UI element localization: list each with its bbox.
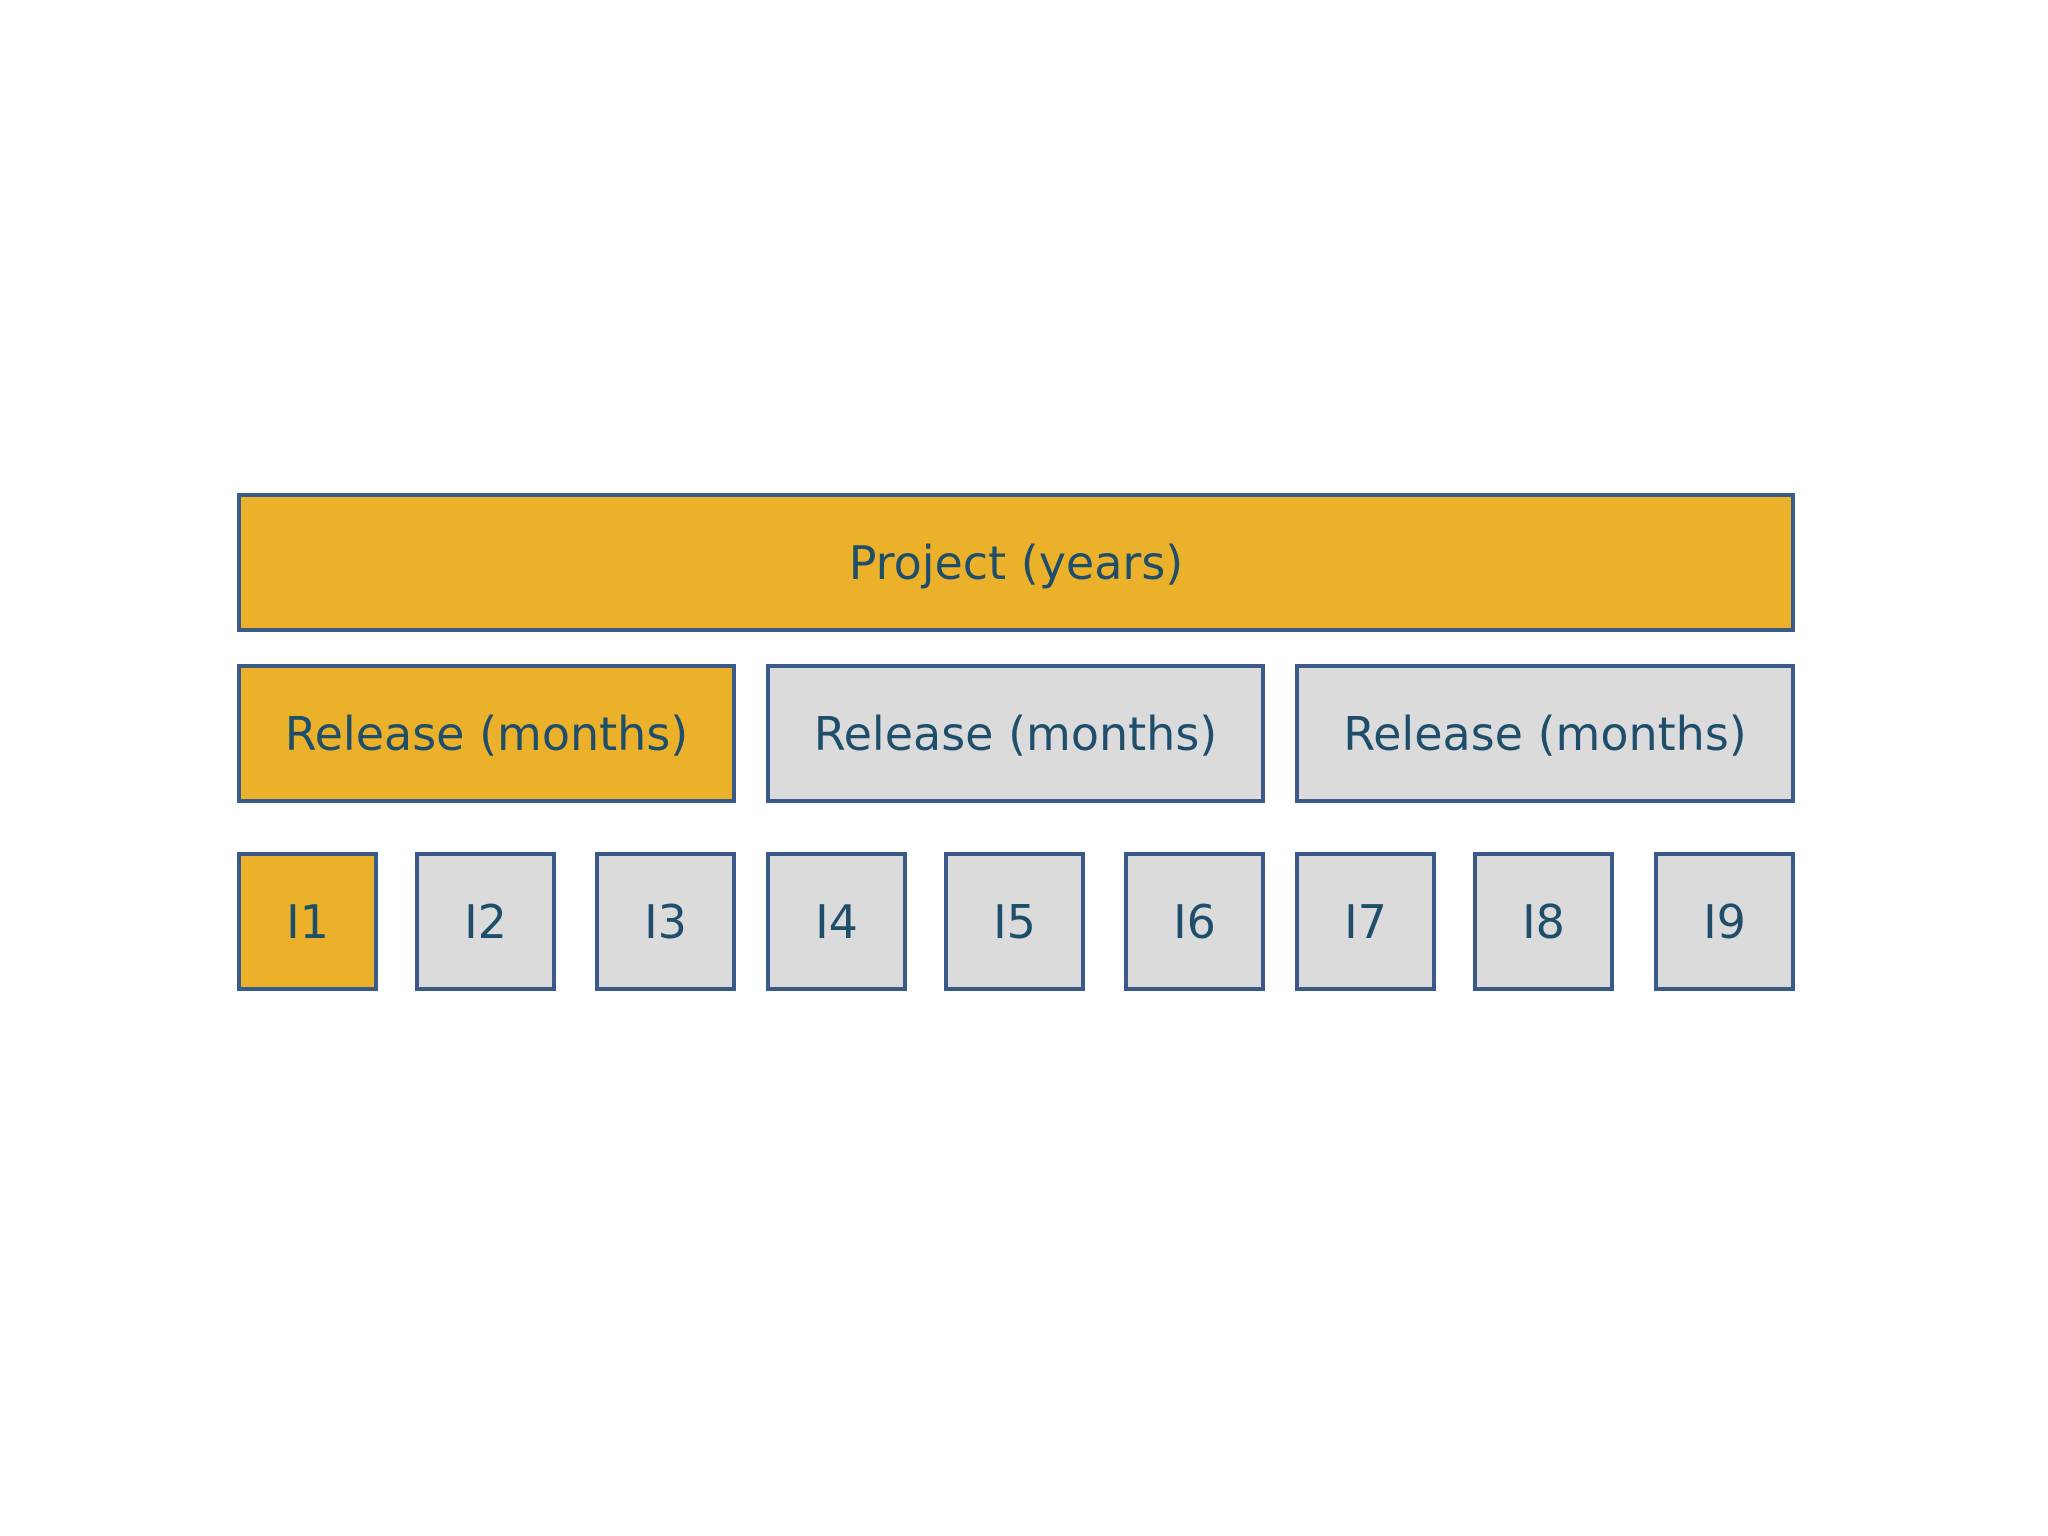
iteration-label: I5 bbox=[993, 894, 1036, 949]
release-label: Release (months) bbox=[284, 706, 689, 761]
iteration-box-4: I4 bbox=[766, 852, 907, 991]
iteration-label: I2 bbox=[464, 894, 507, 949]
iteration-label: I9 bbox=[1703, 894, 1746, 949]
iteration-box-5: I5 bbox=[944, 852, 1085, 991]
iteration-box-8: I8 bbox=[1473, 852, 1614, 991]
release-label: Release (months) bbox=[1343, 706, 1747, 761]
iteration-box-2: I2 bbox=[415, 852, 556, 991]
project-label: Project (years) bbox=[848, 535, 1184, 590]
iteration-label: I1 bbox=[286, 894, 329, 949]
release-box-2: Release (months) bbox=[766, 664, 1265, 803]
iteration-box-1: I1 bbox=[237, 852, 378, 991]
iteration-box-7: I7 bbox=[1295, 852, 1436, 991]
iteration-label: I7 bbox=[1344, 894, 1387, 949]
iteration-label: I3 bbox=[644, 894, 687, 949]
iteration-label: I4 bbox=[815, 894, 858, 949]
iteration-box-3: I3 bbox=[595, 852, 736, 991]
iteration-label: I8 bbox=[1522, 894, 1565, 949]
iteration-box-9: I9 bbox=[1654, 852, 1795, 991]
iteration-box-6: I6 bbox=[1124, 852, 1265, 991]
release-box-3: Release (months) bbox=[1295, 664, 1795, 803]
release-label: Release (months) bbox=[813, 706, 1218, 761]
project-box: Project (years) bbox=[237, 493, 1795, 632]
iteration-label: I6 bbox=[1173, 894, 1216, 949]
release-box-1: Release (months) bbox=[237, 664, 736, 803]
